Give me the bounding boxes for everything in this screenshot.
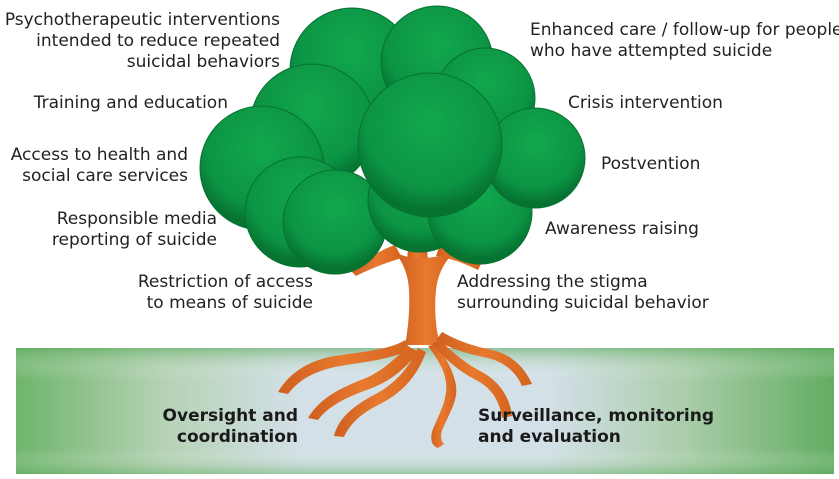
label-access-health-care: Access to health and social care service…: [11, 145, 188, 187]
label-awareness-raising: Awareness raising: [545, 219, 699, 240]
label-line: Training and education: [33, 93, 228, 113]
label-training-education: Training and education: [34, 93, 228, 114]
label-line: intended to reduce repeated: [36, 31, 280, 51]
label-line: coordination: [176, 427, 298, 447]
label-line: Responsible media: [56, 209, 217, 229]
label-line: Psychotherapeutic interventions: [4, 10, 280, 30]
label-responsible-media: Responsible media reporting of suicide: [52, 209, 217, 251]
label-line: Enhanced care / follow-up for people: [530, 20, 839, 40]
label-restriction-of-access: Restriction of access to means of suicid…: [138, 272, 313, 314]
label-line: suicidal behaviors: [126, 52, 280, 72]
label-line: social care services: [22, 166, 188, 186]
ground-band: [16, 348, 834, 474]
canopy: [199, 5, 586, 275]
label-crisis-intervention: Crisis intervention: [568, 93, 723, 114]
label-line: Addressing the stigma: [457, 272, 648, 292]
label-line: Access to health and: [10, 145, 188, 165]
label-line: reporting of suicide: [51, 230, 217, 250]
label-addressing-stigma: Addressing the stigma surrounding suicid…: [457, 272, 709, 314]
label-surveillance-monitoring: Surveillance, monitoring and evaluation: [478, 406, 714, 448]
trunk: [278, 220, 532, 448]
label-line: surrounding suicidal behavior: [457, 293, 709, 313]
label-oversight-coordination: Oversight and coordination: [163, 406, 298, 448]
label-line: Surveillance, monitoring: [478, 406, 714, 426]
label-line: Awareness raising: [545, 219, 699, 239]
label-line: Oversight and: [162, 406, 298, 426]
label-line: Crisis intervention: [568, 93, 723, 113]
label-line: Restriction of access: [137, 272, 313, 292]
label-psychotherapeutic-interventions: Psychotherapeutic interventions intended…: [5, 10, 280, 73]
label-line: Postvention: [601, 154, 701, 174]
label-line: who have attempted suicide: [530, 41, 773, 61]
label-line: and evaluation: [478, 427, 621, 447]
label-enhanced-care: Enhanced care / follow-up for people who…: [530, 20, 839, 62]
label-postvention: Postvention: [601, 154, 700, 175]
label-line: to means of suicide: [146, 293, 313, 313]
